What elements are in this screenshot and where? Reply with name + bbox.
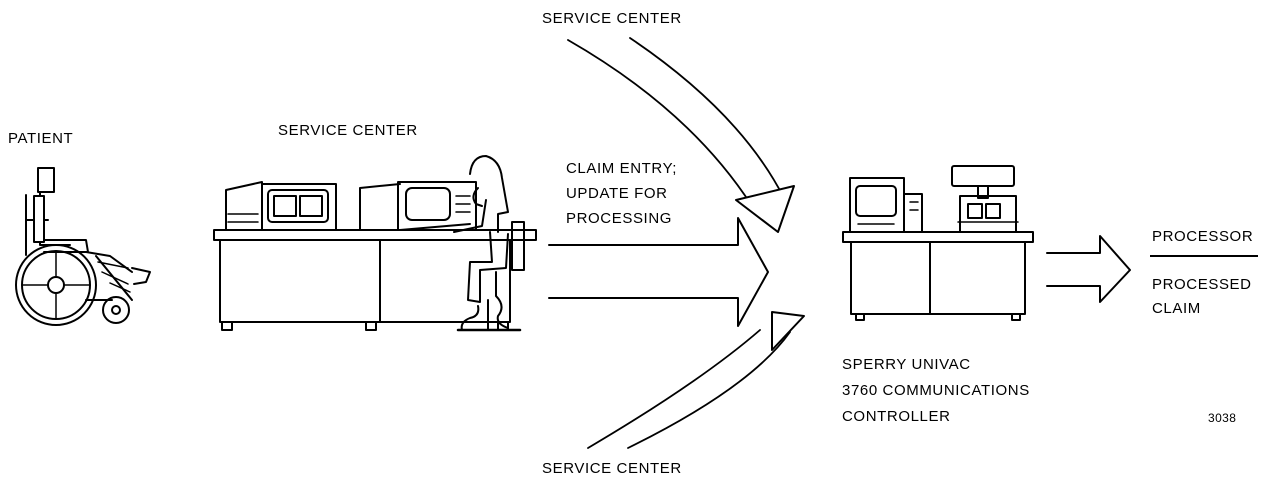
service-center-workstation-icon xyxy=(213,155,537,332)
label-service-center-bottom: SERVICE CENTER xyxy=(542,460,682,477)
label-controller-line2: 3760 COMMUNICATIONS xyxy=(842,382,1030,399)
label-processor: PROCESSOR xyxy=(1152,228,1254,245)
label-processed-line2: CLAIM xyxy=(1152,300,1201,317)
label-claim-entry-line1: CLAIM ENTRY; xyxy=(566,160,677,177)
label-claim-entry-line3: PROCESSING xyxy=(566,210,673,227)
label-patient: PATIENT xyxy=(8,130,74,147)
processor-divider xyxy=(1150,255,1258,257)
label-service-center-main: SERVICE CENTER xyxy=(278,122,418,139)
label-controller-line1: SPERRY UNIVAC xyxy=(842,356,971,373)
output-arrow xyxy=(1046,235,1131,303)
communications-controller-icon xyxy=(842,165,1034,321)
claim-entry-arrow xyxy=(548,217,769,327)
top-service-center-arrows xyxy=(567,37,795,233)
label-service-center-top: SERVICE CENTER xyxy=(542,10,682,27)
label-claim-entry-line2: UPDATE FOR xyxy=(566,185,668,202)
label-controller-line3: CONTROLLER xyxy=(842,408,951,425)
figure-number: 3038 xyxy=(1208,411,1237,425)
wheelchair-patient-icon xyxy=(15,167,151,326)
label-processed-line1: PROCESSED xyxy=(1152,276,1252,293)
bottom-service-center-arrows xyxy=(587,311,805,449)
